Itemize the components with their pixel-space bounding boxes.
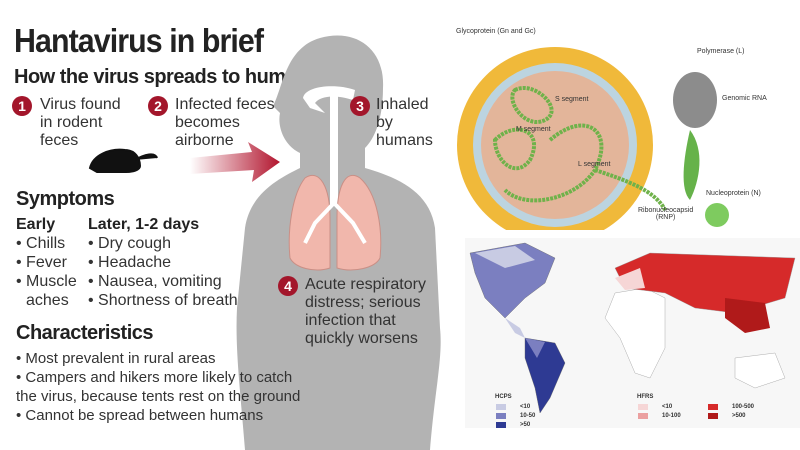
- label-l-segment: L segment: [578, 161, 611, 168]
- symptoms-heading: Symptoms: [16, 188, 115, 210]
- human-silhouette: [236, 35, 441, 450]
- label-nucleoprotein: Nucleoprotein (N): [706, 190, 761, 197]
- arrow-icon: [190, 142, 280, 182]
- step-2-badge: 2: [148, 96, 168, 116]
- label-glycoprotein: Glycoprotein (Gn and Gc): [456, 28, 536, 35]
- page-title: Hantavirus in brief: [14, 22, 264, 59]
- hcps-legend: <10 10-50 >50: [496, 402, 535, 429]
- world-map: [465, 238, 800, 428]
- rodent-icon: [88, 148, 158, 173]
- label-s-segment: S segment: [555, 96, 589, 103]
- step-1-badge: 1: [12, 96, 32, 116]
- later-symptoms: Later, 1-2 days • Dry cough• Headache• N…: [88, 216, 238, 309]
- characteristics-list: • Most prevalent in rural areas• Campers…: [16, 350, 301, 424]
- hcps-legend-title: HCPS: [495, 394, 512, 400]
- label-polymerase: Polymerase (L): [697, 48, 745, 55]
- label-genomic-rna: Genomic RNA: [722, 95, 767, 102]
- hfrs-legend-title: HFRS: [637, 394, 654, 400]
- hfrs-legend: <10 100-500 10-100 >500: [638, 402, 778, 420]
- label-m-segment: M segment: [516, 126, 551, 133]
- step-3-badge: 3: [350, 96, 370, 116]
- label-rnp: Ribonucleocapsid(RNP): [638, 207, 694, 221]
- spread-heading: How the virus spreads to humans: [14, 66, 319, 88]
- virus-diagram: [457, 47, 729, 230]
- characteristics-heading: Characteristics: [16, 322, 154, 344]
- step-4-badge: 4: [278, 276, 298, 296]
